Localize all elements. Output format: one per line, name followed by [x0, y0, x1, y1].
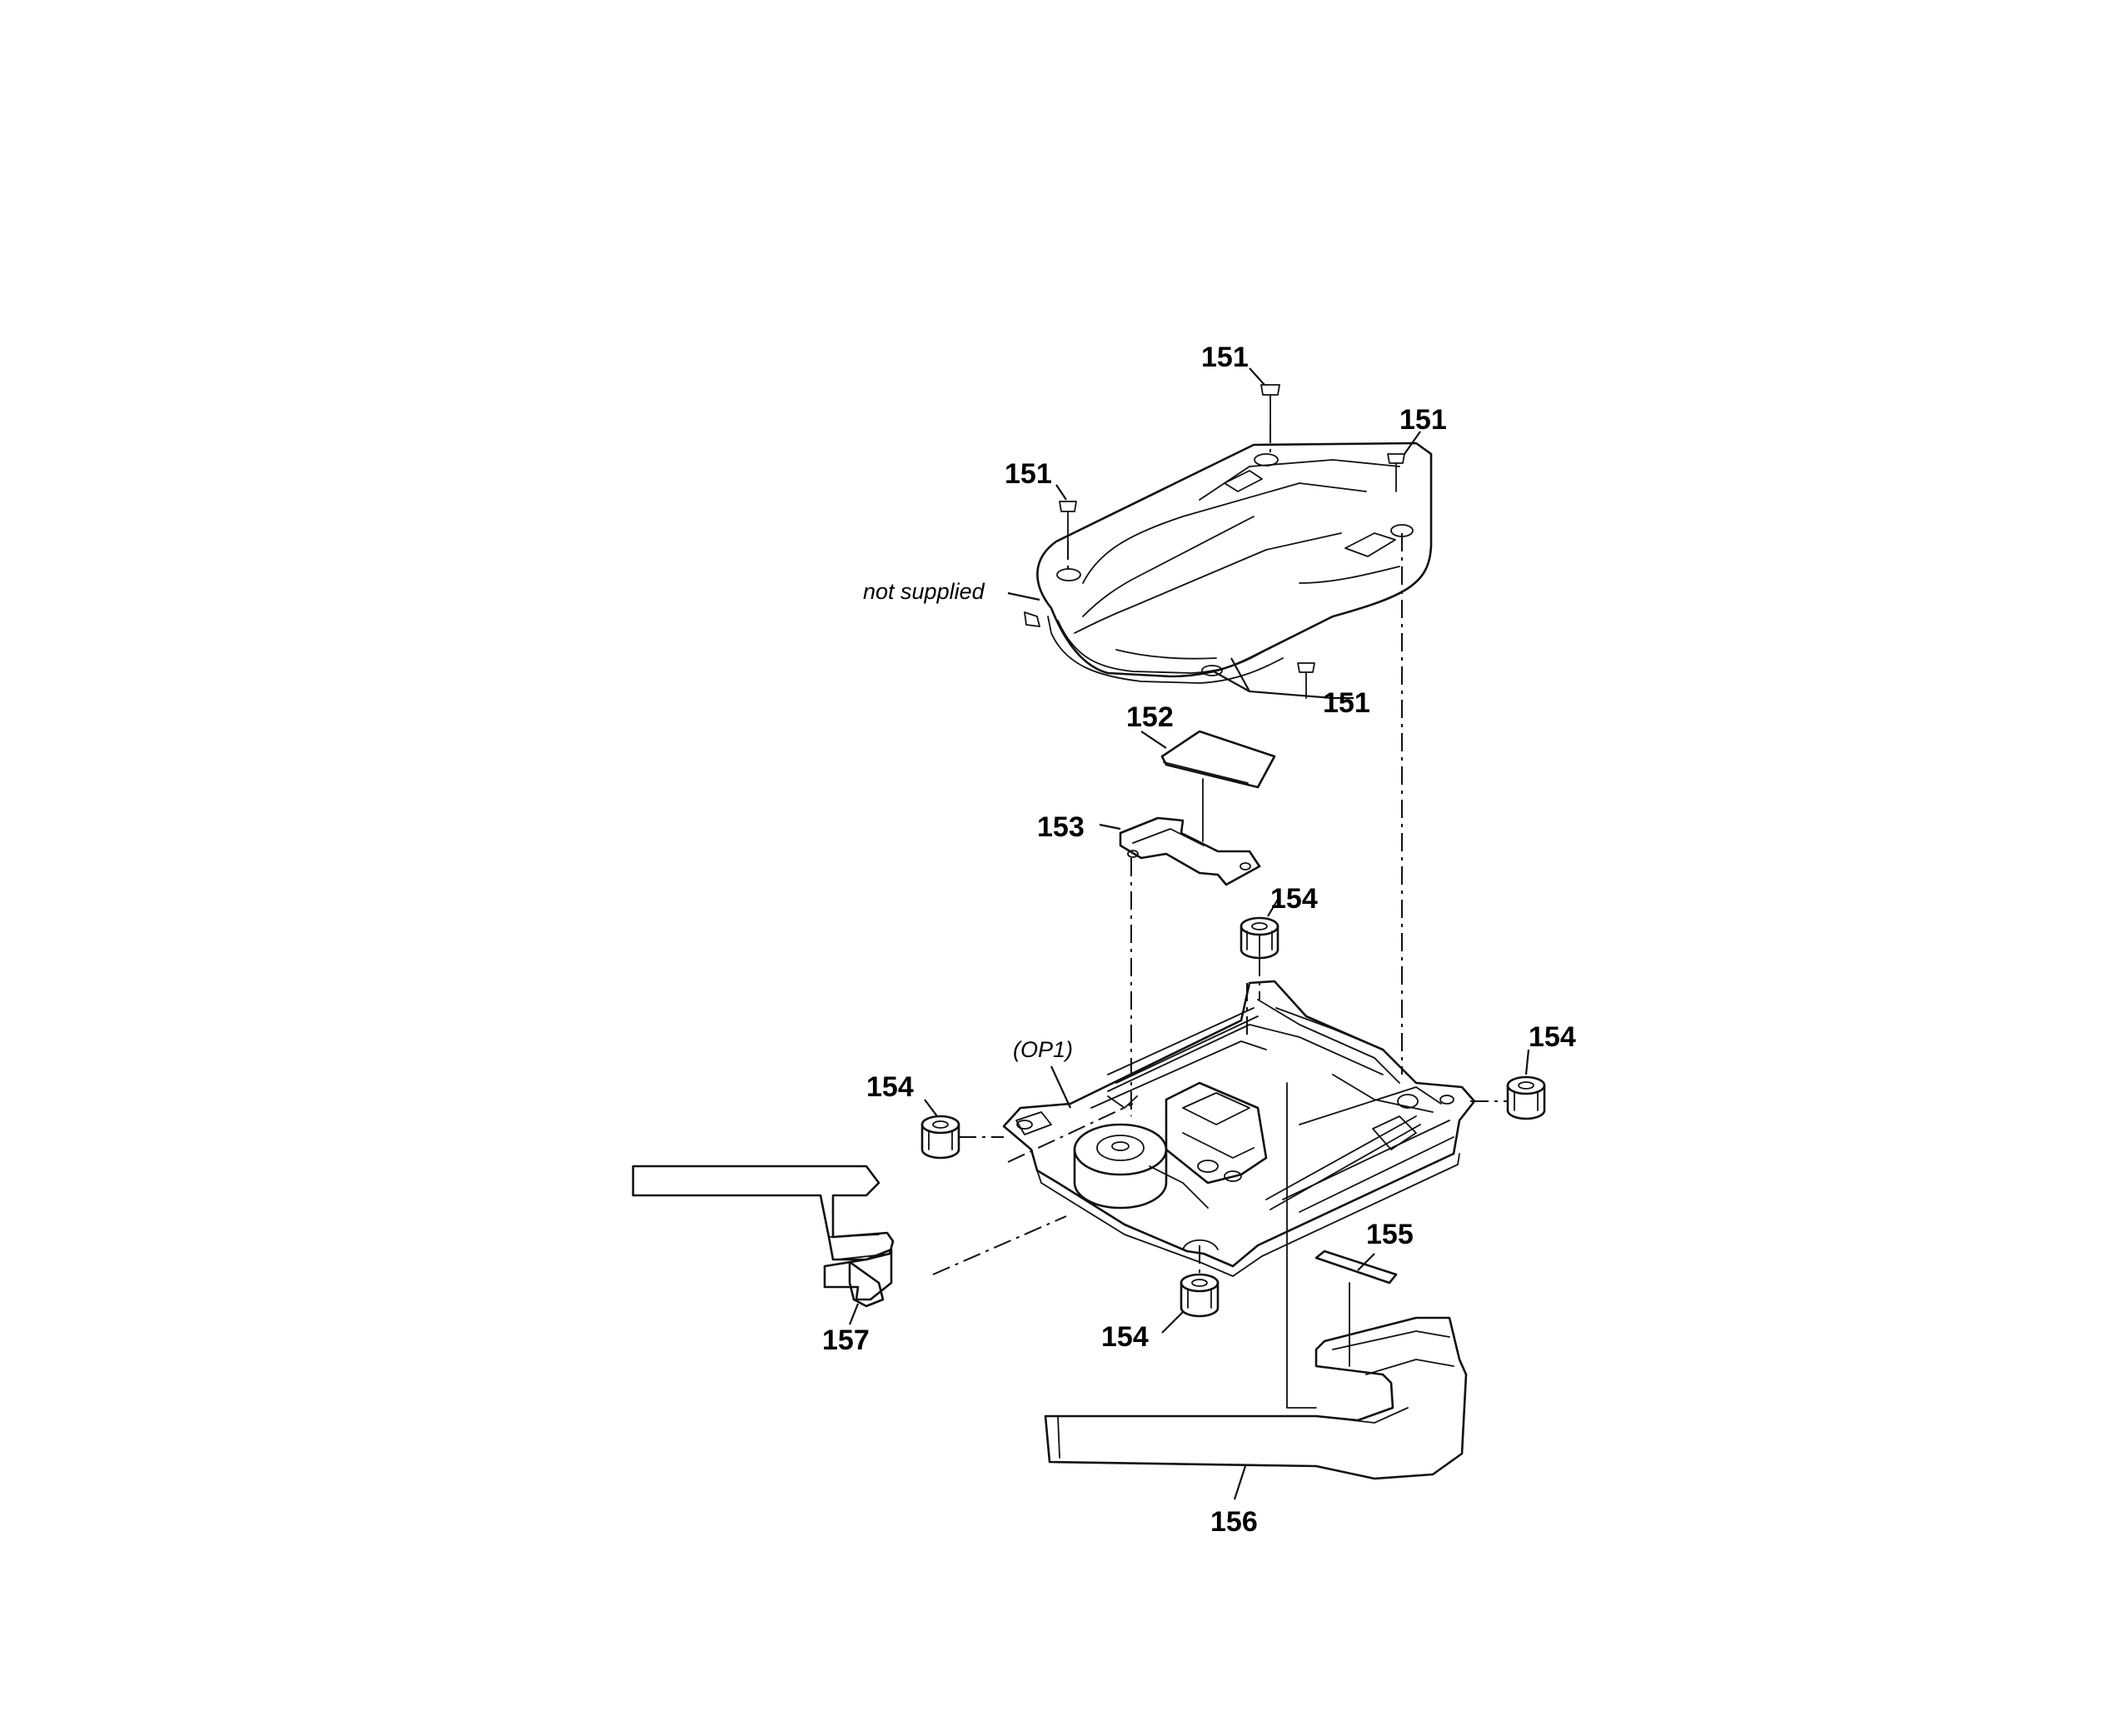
insulator-left: [920, 1115, 960, 1160]
insulator-right: [1506, 1075, 1546, 1120]
callout-154-top: 154: [1270, 883, 1318, 915]
callout-155: 155: [1366, 1219, 1414, 1250]
assembly-line: [1007, 1103, 1134, 1163]
leader-line: [1099, 823, 1121, 831]
bracket: [1119, 816, 1261, 886]
leader-line: [1267, 897, 1279, 917]
spindle-motor: [1073, 1123, 1168, 1210]
callout-152: 152: [1126, 701, 1174, 733]
leader-line: [848, 1303, 860, 1325]
cushion: [1314, 1250, 1398, 1367]
callout-153: 153: [1037, 811, 1085, 843]
callout-151-left: 151: [1005, 458, 1052, 490]
leader-line: [924, 1099, 938, 1117]
callout-156: 156: [1210, 1506, 1258, 1538]
leader-line: [1233, 1465, 1247, 1500]
callout-154-right: 154: [1529, 1021, 1576, 1053]
callout-154-bottom: 154: [1101, 1321, 1149, 1353]
callout-154-left: 154: [866, 1071, 914, 1103]
leader-line: [1404, 431, 1421, 455]
leader-line: [1524, 1049, 1530, 1075]
screw-right: [1387, 453, 1405, 492]
leader-line: [1140, 731, 1167, 749]
assembly-line: [1211, 670, 1250, 692]
top-cover: [1024, 441, 1433, 684]
leader-line: [1007, 591, 1040, 601]
callout-151-right: 151: [1399, 404, 1447, 436]
leader-line: [1055, 484, 1067, 501]
assembly-line: [1230, 657, 1334, 700]
leader-line: [1249, 367, 1265, 386]
insulator-bottom: [1180, 1273, 1220, 1318]
assembly-line: [932, 1215, 1067, 1275]
insulator-top: [1240, 916, 1279, 1000]
sheet: [1160, 730, 1276, 842]
leader-line: [1050, 1065, 1071, 1109]
callout-151-lower: 151: [1323, 687, 1370, 719]
optical-mechanism-base: [1002, 980, 1476, 1277]
not-supplied-note: not supplied: [863, 579, 985, 604]
op1-label: (OP1): [1013, 1037, 1073, 1062]
screw-left: [1059, 501, 1077, 542]
callout-151-top: 151: [1201, 342, 1249, 373]
leader-line: [1357, 1253, 1375, 1271]
callout-157: 157: [822, 1324, 870, 1356]
leader-line: [1161, 1311, 1184, 1334]
guide-rails: [1107, 1007, 1421, 1210]
optical-pickup: [1149, 1081, 1268, 1209]
screw-lower: [1297, 662, 1315, 699]
flat-cable-main: [1044, 1082, 1468, 1480]
screw-top: [1260, 384, 1280, 426]
flat-cable-small: [631, 1165, 895, 1308]
